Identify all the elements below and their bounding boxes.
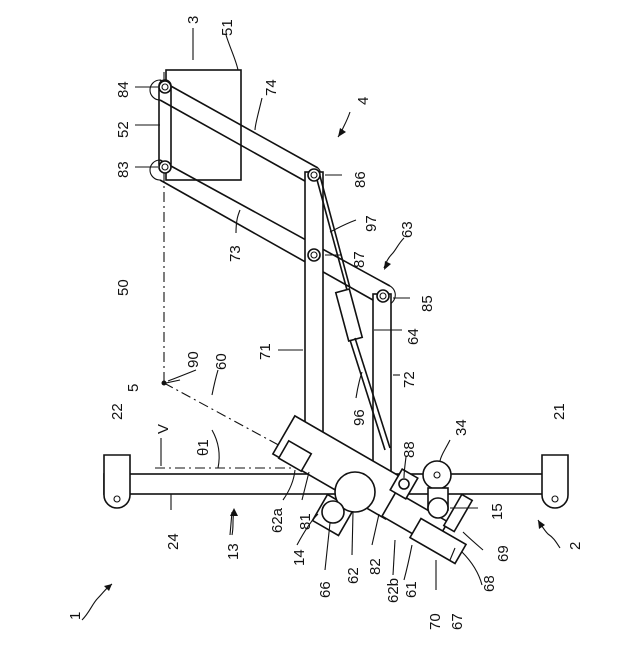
label-34: 34 [453,419,470,436]
pin-88 [399,479,409,489]
label-71: 71 [257,343,274,360]
label-72: 72 [401,371,418,388]
label-60: 60 [213,353,230,370]
leader-62b [393,540,395,575]
label-97: 97 [363,215,380,232]
label-theta1: θ1 [195,439,212,456]
arrow-2-head [538,520,545,529]
label-64: 64 [405,328,422,345]
label-69: 69 [495,545,512,562]
label-84: 84 [115,81,132,98]
leader-51 [226,35,238,70]
label-68: 68 [481,575,498,592]
rod-97-b [320,176,350,288]
leader-34 [440,440,450,461]
label-81: 81 [297,513,314,530]
label-62a: 62a [269,507,286,533]
label-67: 67 [449,613,466,630]
label-61: 61 [403,581,420,598]
label-3: 3 [185,16,202,24]
label-88: 88 [401,441,418,458]
leader-60 [212,370,218,395]
label-74: 74 [263,79,280,96]
pivot-86 [308,169,320,181]
pivot-87 [308,249,320,261]
label-66: 66 [317,581,334,598]
label-62b: 62b [385,578,402,603]
label-51: 51 [219,19,236,36]
label-15: 15 [489,503,506,520]
foot-21 [542,455,568,508]
leader-90 [168,370,196,381]
label-5: 5 [125,384,142,392]
arrow-13-head [230,508,238,516]
leader-96 [356,372,362,398]
label-63: 63 [399,221,416,238]
label-73: 73 [227,245,244,262]
arrow-63-head [384,261,391,270]
label-96: 96 [351,409,368,426]
label-52: 52 [115,121,132,138]
shaft-15 [428,498,448,518]
label-1: 1 [67,612,84,620]
pivot-84 [159,81,171,93]
label-83: 83 [115,161,132,178]
label-87: 87 [351,251,368,268]
label-24: 24 [165,533,182,550]
label-13: 13 [225,543,242,560]
knob-66 [322,501,344,523]
cylinder-64 [336,289,362,341]
leader-61 [404,545,412,580]
point-90 [162,381,167,386]
label-85: 85 [419,295,436,312]
label-86: 86 [352,171,369,188]
label-21: 21 [551,403,568,420]
leader-62 [352,512,353,555]
leader-73 [236,210,240,233]
label-62: 62 [345,567,362,584]
hinge-34-body [423,461,451,489]
leader-82 [372,514,379,545]
label-v: V [155,424,172,434]
link-73-bottom [160,180,380,304]
foot-22 [104,455,130,508]
hinge-34 [423,461,451,518]
label-70: 70 [427,613,444,630]
label-90: 90 [185,351,202,368]
label-82: 82 [367,558,384,575]
arrow-4-head [338,128,346,137]
leader-68 [462,552,482,585]
numerals: 1 2 3 4 5 13 14 15 21 22 24 34 50 51 52 … [67,16,584,630]
leader-74 [255,98,262,130]
label-4: 4 [355,97,372,105]
label-22: 22 [109,403,126,420]
label-14: 14 [291,549,308,566]
label-50: 50 [115,279,132,296]
angle-arc-theta1 [212,430,219,468]
leader-69 [463,532,483,550]
pivot-85 [377,290,389,302]
label-2: 2 [567,542,584,550]
pivot-83 [159,161,171,173]
